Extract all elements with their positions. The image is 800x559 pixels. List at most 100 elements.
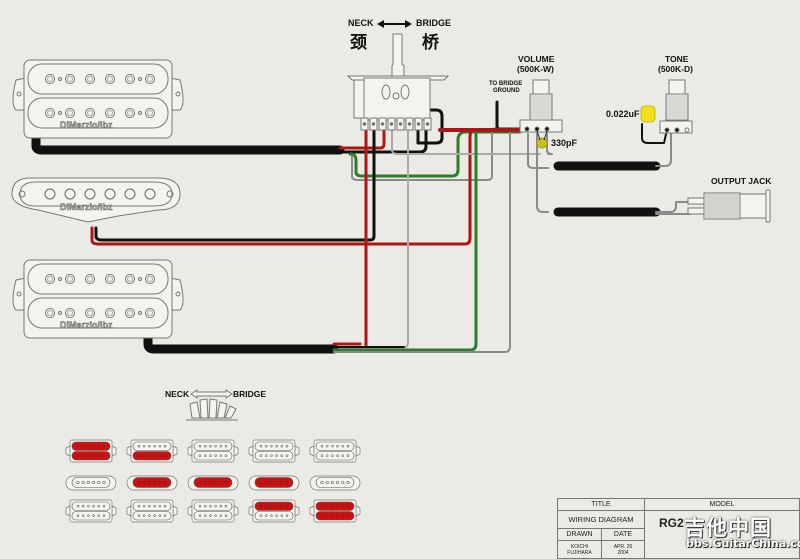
- bridge-ground-label-2: GROUND: [493, 88, 520, 94]
- bridge-grey-wire: [333, 127, 511, 353]
- neck-pickup-cable: [31, 115, 345, 155]
- legend-neck-humbucker: [309, 439, 361, 463]
- pole-piece: [64, 188, 76, 200]
- volume-pot: [519, 79, 563, 149]
- neck-black-wire: [338, 128, 428, 154]
- pole-piece: [85, 74, 95, 84]
- pole-piece: [45, 274, 55, 284]
- legend-arrow: [190, 389, 233, 399]
- pole-piece: [65, 308, 75, 318]
- middle-black-wire: [94, 128, 376, 242]
- neck-bridge-arrow: [377, 20, 412, 28]
- pole-piece: [45, 74, 55, 84]
- watermark-url: bbs.GuitarChina.com: [686, 537, 800, 550]
- pole-piece: [85, 308, 95, 318]
- pickup-position-legend: [65, 439, 361, 523]
- neck-pickup-brand: DiMarzio/Ibz: [60, 120, 113, 131]
- legend-neck-label: NECK: [165, 389, 190, 399]
- legend-neck-humbucker: [65, 439, 117, 463]
- pole-piece: [125, 74, 135, 84]
- pole-piece: [145, 274, 155, 284]
- pole-piece: [125, 274, 135, 284]
- legend-neck-humbucker: [248, 439, 300, 463]
- switch-position-lever-icon: [186, 398, 238, 421]
- pole-piece: [84, 188, 96, 200]
- model-value-text: RG2: [659, 516, 684, 530]
- legend-bridge-humbucker: [65, 499, 117, 523]
- pole-piece: [85, 108, 95, 118]
- watermark-cn: 吉他中国: [684, 516, 772, 540]
- output-jack: [687, 189, 771, 223]
- five-way-switch: [346, 33, 450, 131]
- legend-single-coil: [126, 475, 178, 491]
- pole-piece: [105, 74, 115, 84]
- output-jack-label: OUTPUT JACK: [711, 176, 772, 186]
- pole-piece: [125, 308, 135, 318]
- tone-cap-wire: [641, 123, 667, 144]
- volume-value: (500K-W): [517, 64, 554, 74]
- legend-bridge-humbucker: [187, 499, 239, 523]
- volume-to-tone-grey-1: [527, 133, 549, 169]
- pole-piece: [105, 274, 115, 284]
- pole-piece: [45, 308, 55, 318]
- tone-cap-0022uf: [640, 105, 656, 123]
- legend-neck-humbucker: [187, 439, 239, 463]
- legend-single-coil: [309, 475, 361, 491]
- pole-piece: [124, 188, 136, 200]
- legend-single-coil: [187, 475, 239, 491]
- tone-return-grey: [546, 133, 553, 155]
- legend-single-coil: [248, 475, 300, 491]
- pole-piece: [85, 274, 95, 284]
- date-value-1: APR. 20: [613, 543, 633, 550]
- volume-to-jack-grey: [536, 133, 549, 213]
- date-value-2: 2004: [617, 549, 629, 556]
- jack-cable-end: [655, 201, 691, 213]
- switch-lugs: [360, 117, 432, 131]
- middle-pickup-brand: DiMarzio/Ibz: [60, 202, 113, 213]
- volume-cap-label: 330pF: [551, 138, 578, 148]
- bridge-pickup-brand: DiMarzio/Ibz: [60, 320, 113, 331]
- pole-piece: [125, 108, 135, 118]
- middle-single-coil: [11, 177, 181, 223]
- legend-single-coil: [65, 475, 117, 491]
- switch-grey-right-wire: [391, 129, 541, 155]
- wires: [31, 100, 691, 354]
- bridge-ground-label-1: TO BRIDGE: [489, 81, 523, 87]
- pole-piece: [145, 308, 155, 318]
- bridge-pickup-cable: [143, 327, 339, 354]
- switch-bridge-cn: 桥: [422, 33, 439, 53]
- pole-piece: [105, 108, 115, 118]
- switch-neck-cn: 颈: [350, 33, 367, 53]
- bridge-humbucker: [12, 259, 184, 339]
- volume-cap-330pf: [536, 137, 548, 149]
- drawn-value-2: FUJIHARA: [567, 549, 592, 556]
- pole-piece: [144, 188, 156, 200]
- switch-lever: [391, 33, 405, 77]
- title-value: WIRING DIAGRAM: [557, 510, 645, 529]
- pole-piece: [65, 74, 75, 84]
- tone-pot: [640, 79, 693, 134]
- legend-bridge-label: BRIDGE: [233, 389, 267, 399]
- bridge-green-wire: [332, 132, 478, 352]
- tone-cable-end: [655, 133, 672, 167]
- switch-bridge-label: BRIDGE: [416, 18, 452, 28]
- pole-piece: [65, 108, 75, 118]
- legend-neck-humbucker: [126, 439, 178, 463]
- neck-green-wire: [348, 130, 522, 178]
- pole-piece: [145, 74, 155, 84]
- switch-neck-label: NECK: [348, 18, 374, 28]
- neck-red-wire: [338, 128, 386, 150]
- pole-piece: [45, 108, 55, 118]
- legend-bridge-humbucker: [126, 499, 178, 523]
- date-value: APR. 20 2004: [601, 540, 645, 559]
- tone-title: TONE: [665, 54, 689, 64]
- pole-piece: [145, 108, 155, 118]
- neck-humbucker: [12, 59, 184, 139]
- pole-piece: [105, 308, 115, 318]
- pole-piece: [44, 188, 56, 200]
- drawn-value: KOICHI FUJIHARA: [557, 540, 602, 559]
- title-block: TITLE WIRING DIAGRAM DRAWN DATE KOICHI F…: [557, 498, 800, 559]
- volume-title: VOLUME: [518, 54, 555, 64]
- switch-black-loop-wire: [414, 108, 444, 145]
